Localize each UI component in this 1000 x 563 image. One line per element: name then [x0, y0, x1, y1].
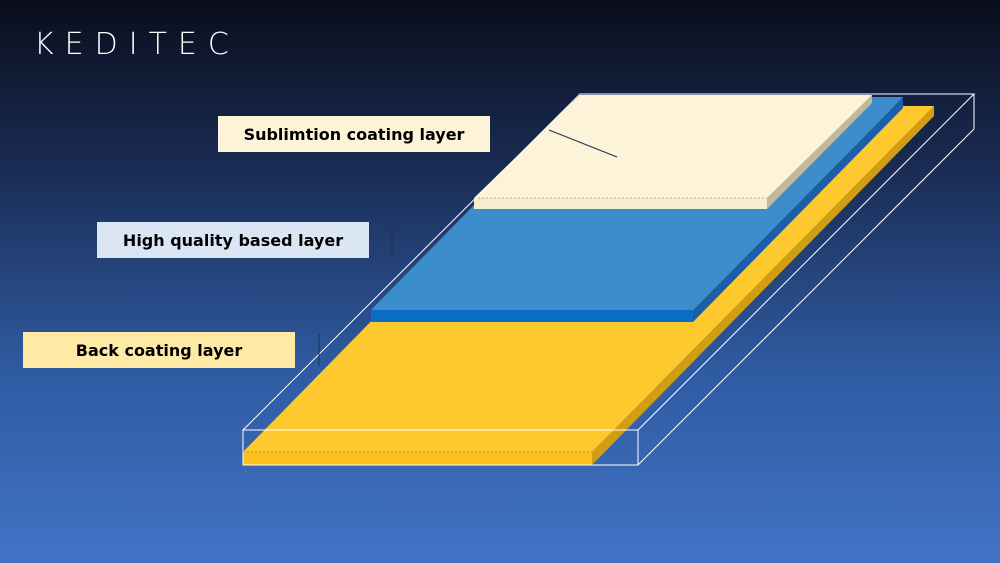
label-sublimation-coating-layer: Sublimtion coating layer [218, 116, 490, 152]
base-layer-right-side [693, 97, 903, 322]
outline-box-front [242, 429, 639, 466]
sublimation-layer-front-edge [474, 198, 767, 209]
leader-line-sublimation [548, 129, 618, 158]
leader-lines [318, 129, 618, 366]
label-back-coating-layer: Back coating layer [23, 332, 295, 368]
label-high-quality-based-layer: High quality based layer [97, 222, 369, 258]
outline-box-bottom-edge [637, 128, 975, 466]
outline-box [241, 93, 976, 466]
brand-logo: KEDITEC [34, 27, 240, 62]
back-layer-front-edge [243, 452, 592, 465]
sublimation-layer-right-side [767, 95, 872, 209]
sublimation-coating-layer [474, 95, 872, 209]
sublimation-layer-top-face [474, 95, 872, 198]
back-layer-right-side [592, 106, 934, 465]
base-layer-front-edge [371, 310, 693, 322]
